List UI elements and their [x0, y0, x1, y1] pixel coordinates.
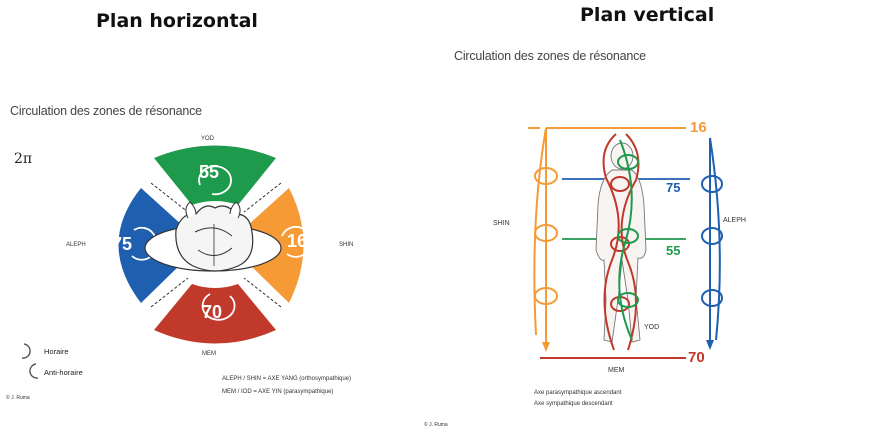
- shin-vertical-flow: [528, 127, 558, 352]
- right-axes-line1: Axe parasympathique ascendant: [534, 390, 622, 396]
- yod-flow: [617, 139, 639, 341]
- mem-label: MEM: [608, 367, 625, 374]
- zone-mem-sector: [154, 284, 276, 344]
- left-heading: Plan horizontal: [96, 10, 258, 32]
- left-axes-line1: ALEPH / SHIN = AXE YANG (orthosympathiqu…: [222, 376, 351, 382]
- left-credit: © J. Ruma: [6, 395, 30, 401]
- diagonal-guides: [150, 182, 282, 308]
- zone-aleph-value: 75: [112, 234, 133, 254]
- left-subtitle: Circulation des zones de résonance: [10, 104, 202, 118]
- rotation-legend-icons: [21, 343, 39, 379]
- yod-label: YOD: [644, 324, 660, 331]
- level-55-value: 55: [666, 243, 681, 258]
- right-subtitle: Circulation des zones de résonance: [454, 49, 646, 63]
- left-axes-line2: MEM / IOD = AXE YIN (parasympathique): [222, 389, 334, 395]
- clockwise-icon: [21, 343, 31, 359]
- zone-shin-label: SHIN: [339, 242, 354, 248]
- zone-yod-value: 55: [199, 162, 220, 182]
- aleph-vertical-flow: [701, 137, 723, 350]
- zone-shin-value: 16: [287, 231, 308, 251]
- two-pi-label: 2π: [14, 151, 33, 167]
- right-heading: Plan vertical: [580, 4, 715, 26]
- zone-mem-value: 70: [202, 302, 223, 322]
- level-16-value: 16: [690, 119, 707, 136]
- right-credit: © J. Ruma: [424, 422, 448, 428]
- level-70-value: 70: [688, 349, 705, 366]
- legend-counterclockwise: Anti-horaire: [44, 368, 83, 377]
- zone-aleph-label: ALEPH: [66, 242, 86, 248]
- counterclockwise-icon: [29, 363, 39, 379]
- shin-label: SHIN: [493, 220, 510, 227]
- zone-yod-label: YOD: [201, 136, 215, 142]
- horizontal-plane-diagram: [118, 145, 312, 344]
- vertical-plane-diagram: [528, 127, 723, 359]
- zone-mem-label: MEM: [202, 351, 216, 357]
- aleph-label: ALEPH: [723, 217, 746, 224]
- legend-clockwise: Horaire: [44, 347, 69, 356]
- right-axes-line2: Axe sympathique descendant: [534, 401, 613, 407]
- level-75-value: 75: [666, 180, 681, 195]
- zone-yod-sector: [154, 145, 276, 205]
- head-top-view: [144, 201, 282, 272]
